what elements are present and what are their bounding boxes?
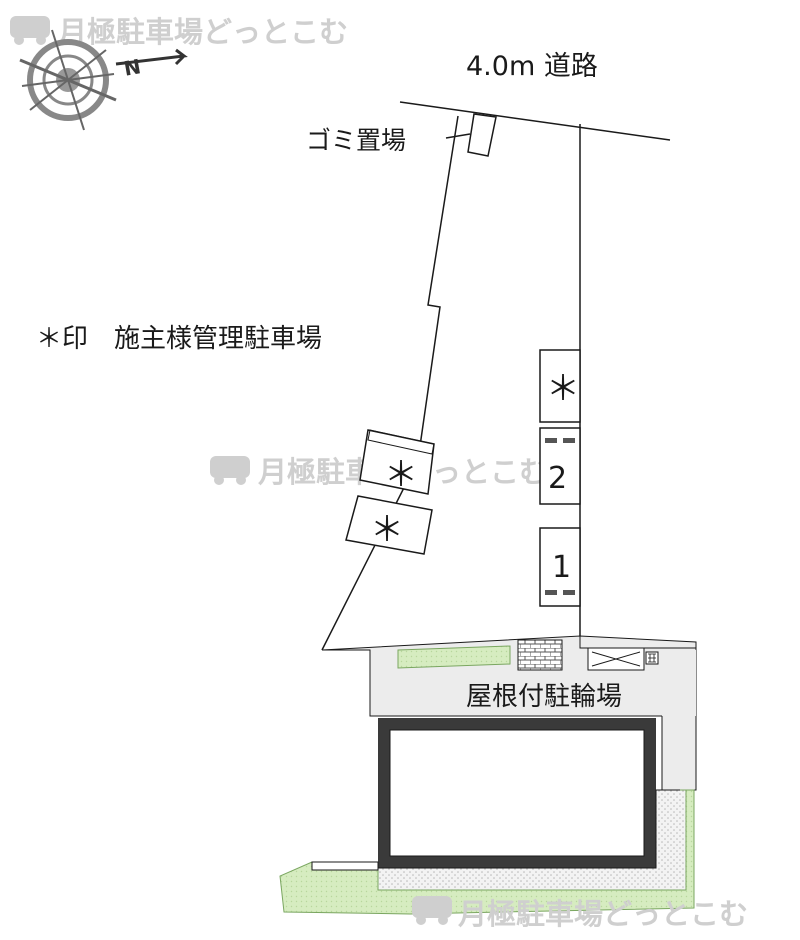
- watermark-text: 月極駐車場どっとこむ: [57, 15, 348, 49]
- space-number: 2: [548, 461, 567, 496]
- planting-area: [279, 789, 695, 915]
- parking-space-1: 1: [539, 527, 581, 607]
- garbage-area: ゴミ置場: [306, 113, 497, 157]
- bicycle-parking-label: 屋根付駐輪場: [466, 682, 622, 712]
- compass-north-label: N: [122, 54, 143, 81]
- road-edge: [399, 101, 671, 141]
- space-number: 1: [552, 550, 571, 585]
- road-label: 4.0m 道路: [466, 51, 598, 82]
- building: [378, 718, 656, 868]
- parking-space-owner: ＊: [539, 349, 581, 423]
- equipment-box: [587, 647, 659, 671]
- planting-strip: [397, 645, 511, 669]
- car-icon: [10, 16, 50, 45]
- parking-space-2: 2: [539, 427, 581, 505]
- garbage-label: ゴミ置場: [306, 126, 406, 155]
- car-icon: [412, 896, 452, 925]
- car-icon: [210, 456, 250, 485]
- parking-space-owner: ＊: [345, 495, 433, 555]
- compass-rose-icon: N: [19, 29, 188, 131]
- parking-space-owner: ＊: [359, 429, 435, 495]
- watermark-text: 月極駐車場どっとこむ: [457, 897, 748, 931]
- legend-label: ＊印 施主様管理駐車場: [36, 324, 322, 354]
- owner-mark: ＊: [370, 510, 404, 550]
- brick-steps: [517, 639, 563, 671]
- watermark-top: 月極駐車場どっとこむ: [10, 15, 348, 49]
- owner-mark: ＊: [384, 455, 418, 495]
- owner-mark: ＊: [546, 369, 580, 409]
- watermark-bottom: 月極駐車場どっとこむ: [412, 896, 748, 931]
